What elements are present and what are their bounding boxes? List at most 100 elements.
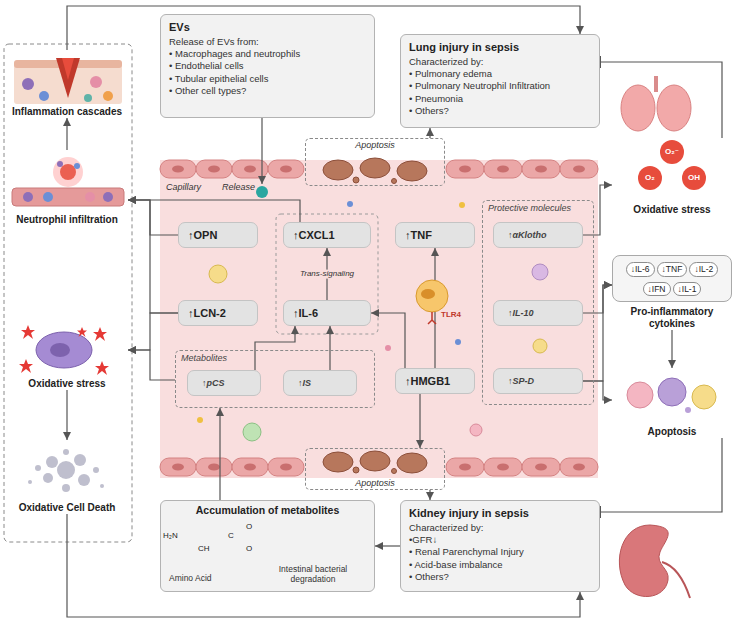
- molecule-label: ↑pCS: [197, 376, 230, 390]
- endothelial-cell: [560, 458, 598, 476]
- cell-death-illustration: [28, 480, 32, 484]
- box-text: • Others?: [409, 105, 591, 117]
- macrophage-illustration: [421, 289, 435, 299]
- molecule-label: ↑TNF: [405, 229, 432, 241]
- cell-nucleus: [497, 166, 509, 173]
- apoptosis-illustration: [627, 382, 653, 408]
- molecule-box: ↑αKlotho: [493, 222, 583, 248]
- oxidative-cell-illustration: [21, 325, 35, 339]
- box-text: Intestinal bacterial degradation: [257, 564, 369, 584]
- molecule-label: ↑IS: [293, 376, 316, 390]
- atom-label: O: [246, 545, 252, 553]
- molecule-box: ↑OPN: [178, 222, 258, 248]
- illustrated-node: Neutrophil infiltration: [6, 150, 128, 226]
- inflammation-illustration: [39, 91, 49, 101]
- release-arrow: [256, 186, 268, 198]
- box-text: • Tubular epithelial cells: [169, 73, 366, 85]
- radical-icon: [660, 140, 684, 164]
- cell-death-illustration: [43, 473, 53, 483]
- connector: [128, 313, 178, 350]
- node-label: Apoptosis: [612, 426, 732, 438]
- molecule-box: ↑pCS: [187, 370, 261, 396]
- box-text: • Others?: [409, 571, 591, 583]
- box-text: • Acid-base imbalance: [409, 559, 591, 571]
- oxidative-cell-illustration: [19, 325, 109, 375]
- group-region: Metabolites↑pCS↑IS: [175, 350, 375, 408]
- receptor-label: TLR4: [441, 311, 461, 319]
- neutrophil-illustration: [85, 192, 95, 202]
- blood-cell: [347, 201, 353, 207]
- blood-cell: [197, 417, 203, 423]
- connector: [128, 200, 178, 313]
- cytokine-pill: ↓IL-1: [673, 282, 702, 297]
- blood-cell: [470, 424, 482, 436]
- molecule-box: ↑CXCL1: [283, 222, 371, 248]
- apoptotic-cell: [392, 179, 397, 184]
- box-text: Characterized by:: [409, 56, 591, 68]
- node-label: Inflammation cascades: [6, 106, 128, 118]
- connector: [128, 200, 178, 235]
- radical-label: O₂⁻: [665, 148, 679, 156]
- endothelial-cell: [160, 160, 598, 476]
- cell-nucleus: [497, 464, 509, 471]
- info-box: EVsRelease of EVs from:• Macrophages and…: [160, 14, 375, 118]
- neutrophil-illustration: [103, 192, 113, 202]
- apoptosis-illustration: [627, 378, 716, 413]
- endothelial-cell: [196, 458, 232, 476]
- cell-nucleus: [208, 464, 220, 471]
- cell-death-illustration: [35, 465, 41, 471]
- cell-nucleus: [172, 166, 184, 173]
- endothelial-cell: [268, 458, 304, 476]
- apoptotic-cell: [397, 161, 427, 181]
- oxidative-cell-illustration: [50, 343, 70, 357]
- cytokine-pill: ↓IL-6: [626, 262, 655, 277]
- cytokine-pill: ↓IFN: [643, 282, 671, 297]
- radical-label: OH: [688, 174, 700, 182]
- connector: [583, 285, 612, 381]
- cell-death-illustration: [62, 484, 70, 492]
- box-text: Characterized by:: [409, 522, 591, 534]
- box-text: Release of EVs from:: [169, 36, 366, 48]
- inflammation-illustration: [90, 76, 102, 88]
- molecule-box: ↑IS: [283, 370, 357, 396]
- cell-nucleus: [244, 166, 256, 173]
- macrophage-illustration: [416, 280, 448, 312]
- connector: [429, 128, 430, 138]
- molecule-label: ↑OPN: [188, 229, 217, 241]
- cytokine-node: ↓IL-6↓TNF↓IL-2↓IFN↓IL-1Pro-inflammatory …: [612, 255, 732, 330]
- blood-cell: [459, 202, 465, 208]
- cell-death-illustration: [46, 456, 58, 468]
- molecule-label: ↑LCN-2: [188, 307, 226, 319]
- connector: [429, 490, 430, 500]
- cell-death-illustration: [100, 484, 104, 488]
- group-region: Protective molecules↑αKlotho↑IL-10↑SP-D: [482, 200, 594, 405]
- endothelial-cell: [268, 160, 304, 178]
- box-text: • Macrophages and neutrophils: [169, 48, 366, 60]
- cell-death-illustration: [57, 461, 75, 479]
- apoptotic-cell: [353, 177, 359, 183]
- lung-illustration: [654, 76, 658, 92]
- box-text: • Pulmonary Neutrophil Infiltration: [409, 80, 591, 92]
- node-label: Pro-inflammatory cytokines: [612, 306, 732, 330]
- oxidative-cell-illustration: [95, 361, 109, 375]
- cell-nucleus: [172, 464, 184, 471]
- cell-nucleus: [535, 464, 547, 471]
- molecule-label: ↑SP-D: [503, 374, 539, 388]
- molecule-box: ↑LCN-2: [178, 300, 258, 326]
- molecule-box: ↑TNF: [395, 222, 475, 248]
- box-heading: Accumulation of metabolites: [165, 501, 370, 516]
- blood-cell: [243, 423, 261, 441]
- box-text: • Pulmonary edema: [409, 68, 591, 80]
- kidney-illustration: [619, 525, 690, 598]
- connector: [128, 350, 175, 380]
- inflammation-illustration: [56, 58, 80, 98]
- apoptotic-cell: [397, 453, 427, 473]
- region-label: Capillary: [166, 183, 201, 192]
- cytokine-panel: ↓IL-6↓TNF↓IL-2↓IFN↓IL-1: [612, 255, 732, 302]
- atom-label: CH: [198, 545, 210, 553]
- neutrophil-illustration: [23, 192, 33, 202]
- neutrophil-illustration: [43, 192, 53, 202]
- blood-cell: [532, 264, 548, 280]
